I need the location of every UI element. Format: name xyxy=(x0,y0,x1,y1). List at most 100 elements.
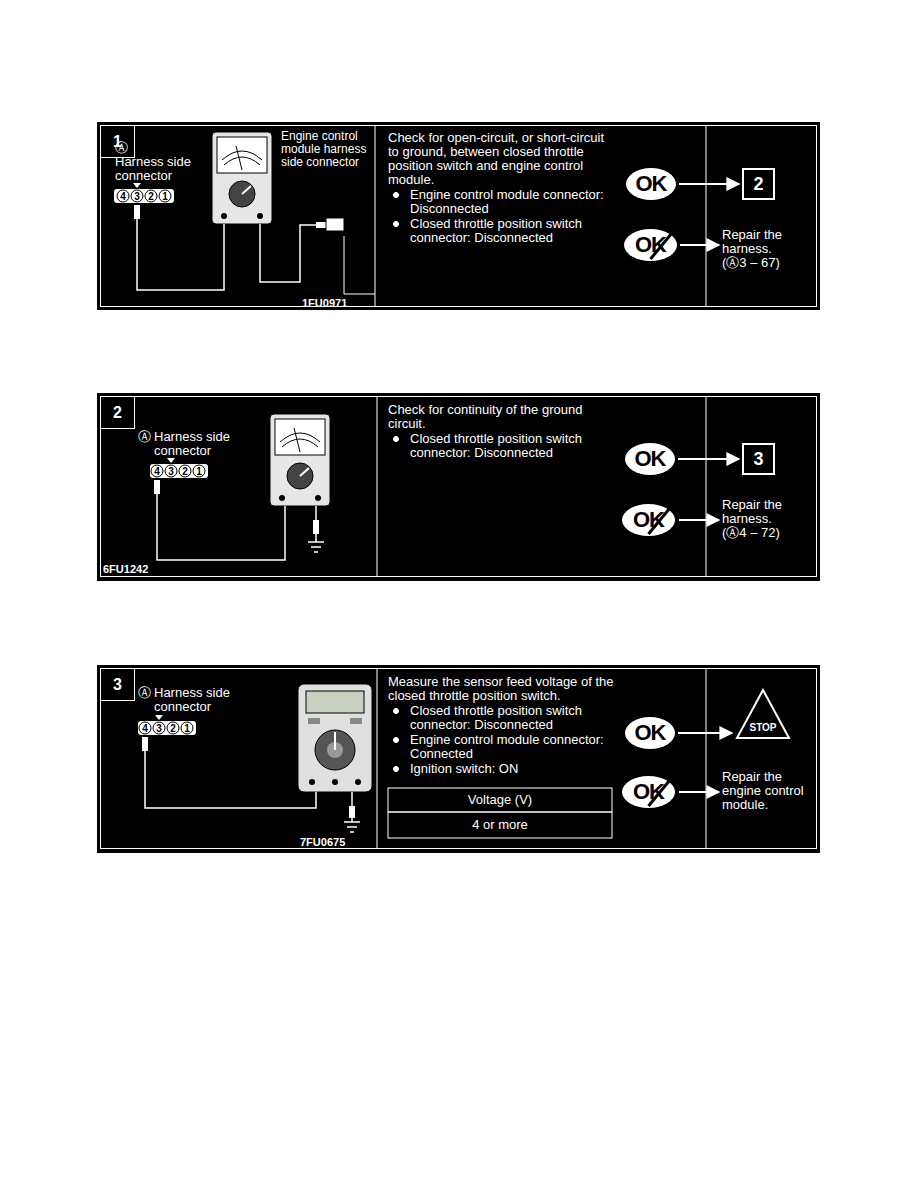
panel-ground xyxy=(97,393,820,581)
figure-frame xyxy=(344,236,375,294)
column-divider xyxy=(377,396,378,577)
pin-number: 1 xyxy=(162,191,168,202)
digital-multimeter xyxy=(298,684,372,792)
harness-connector xyxy=(131,190,143,202)
test-lead xyxy=(315,534,317,542)
table-cell xyxy=(388,812,612,838)
harness-connector xyxy=(150,464,208,478)
symbol-oval xyxy=(624,229,677,261)
test-lead xyxy=(137,219,316,290)
step-number: 3 xyxy=(113,676,122,694)
judgement-mark: OK xyxy=(635,446,666,472)
figure-code: 6FU1242 xyxy=(103,563,148,575)
test-probe xyxy=(316,222,326,228)
instruction-heading: Check for open-circuit, or short-circuit… xyxy=(388,131,616,187)
connector-name: Harness side connector xyxy=(115,155,207,183)
ng-arrow xyxy=(679,791,719,793)
pin-number: 3 xyxy=(156,723,162,734)
instruction-heading: Measure the sensor feed voltage of the c… xyxy=(388,675,616,703)
pin-number: 4 xyxy=(154,466,160,477)
connector-name: Harness side connector xyxy=(154,430,246,458)
test-lead xyxy=(157,494,316,560)
test-lead xyxy=(145,751,316,808)
condition-bullet: Ignition switch: ON xyxy=(388,762,616,776)
harness-connector xyxy=(139,722,151,734)
ecm-connector xyxy=(326,218,344,231)
ok-symbol: OK xyxy=(624,442,676,476)
test-probe xyxy=(349,806,355,818)
instruction-column: Measure the sensor feed voltage of the c… xyxy=(388,675,616,776)
condition-bullet: Engine control module connector: Connect… xyxy=(388,733,616,761)
stop-sign: STOP xyxy=(735,688,791,740)
harness-connector xyxy=(145,190,157,202)
column-divider xyxy=(706,396,707,577)
flow-arrow xyxy=(678,458,739,460)
instruction-column: Check for continuity of the ground circu… xyxy=(388,403,616,460)
harness-connector xyxy=(155,715,163,720)
pin-number: 2 xyxy=(182,466,188,477)
test-lead xyxy=(157,494,285,560)
repair-note: Repair the harness. (Ⓐ4 – 72) xyxy=(722,498,796,540)
next-step-box: 3 xyxy=(742,443,775,475)
table-cell: Voltage (V) xyxy=(468,793,532,807)
ng-symbol: OK xyxy=(621,503,676,537)
harness-connector xyxy=(193,465,205,477)
harness-connector xyxy=(114,183,174,203)
harness-connector xyxy=(114,189,174,203)
judgement-mark: OK xyxy=(635,720,666,746)
pin-number: 4 xyxy=(142,723,148,734)
harness-connector xyxy=(117,190,129,202)
ng-arrow xyxy=(680,244,719,246)
harness-connector xyxy=(165,465,177,477)
analog-multimeter xyxy=(270,414,330,506)
ng-arrow xyxy=(679,519,719,521)
ng-symbol: OK xyxy=(623,228,678,262)
connector-callout: Ⓐ xyxy=(138,686,151,700)
symbol-oval xyxy=(625,717,675,749)
repair-note: Repair the harness. (Ⓐ3 – 67) xyxy=(722,228,796,270)
harness-connector xyxy=(150,458,208,478)
ground-symbol xyxy=(308,542,324,552)
harness-connector xyxy=(181,722,193,734)
procedure-step-panel: 2OKOK3Check for continuity of the ground… xyxy=(100,396,817,577)
ground-symbol xyxy=(344,822,360,832)
panel-ground xyxy=(97,122,820,310)
pin-number: 1 xyxy=(196,466,202,477)
harness-connector xyxy=(138,715,196,735)
test-probe xyxy=(154,480,160,494)
table-cell xyxy=(388,788,612,812)
table-cell: 4 or more xyxy=(472,818,528,832)
symbol-oval xyxy=(622,504,675,536)
procedure-step-panel: 1OKOK2Check for open-circuit, or short-c… xyxy=(100,125,817,307)
pin-number: 3 xyxy=(168,466,174,477)
test-lead xyxy=(315,506,317,520)
ok-symbol: OK xyxy=(624,716,676,750)
step-number: 2 xyxy=(113,404,122,422)
condition-bullet: Closed throttle position switch connecto… xyxy=(388,217,616,245)
symbol-oval xyxy=(622,776,675,808)
column-divider xyxy=(375,125,706,849)
pin-number: 2 xyxy=(170,723,176,734)
harness-connector xyxy=(133,183,141,188)
test-probe xyxy=(313,520,319,534)
pin-number: 4 xyxy=(120,191,126,202)
judgement-mark: OK xyxy=(636,171,667,197)
harness-connector xyxy=(179,465,191,477)
judgement-mark: OK xyxy=(633,507,664,533)
flow-arrow xyxy=(678,732,732,734)
warning-triangle xyxy=(737,690,789,738)
connector-name: Engine control module harness side conne… xyxy=(281,130,373,169)
figure-code: 1FU0971 xyxy=(302,297,347,309)
harness-connector xyxy=(151,465,163,477)
condition-bullet: Closed throttle position switch connecto… xyxy=(388,704,616,732)
instruction-heading: Check for continuity of the ground circu… xyxy=(388,403,616,431)
instruction-column: Check for open-circuit, or short-circuit… xyxy=(388,131,616,245)
judgement-mark: OK xyxy=(633,779,664,805)
symbol-oval xyxy=(625,443,675,475)
figure-code: 7FU0675 xyxy=(300,836,345,848)
harness-connector xyxy=(167,458,175,463)
column-divider xyxy=(706,125,707,307)
panel-ground xyxy=(97,122,820,853)
pin-number: 1 xyxy=(184,723,190,734)
pin-number: 2 xyxy=(148,191,154,202)
